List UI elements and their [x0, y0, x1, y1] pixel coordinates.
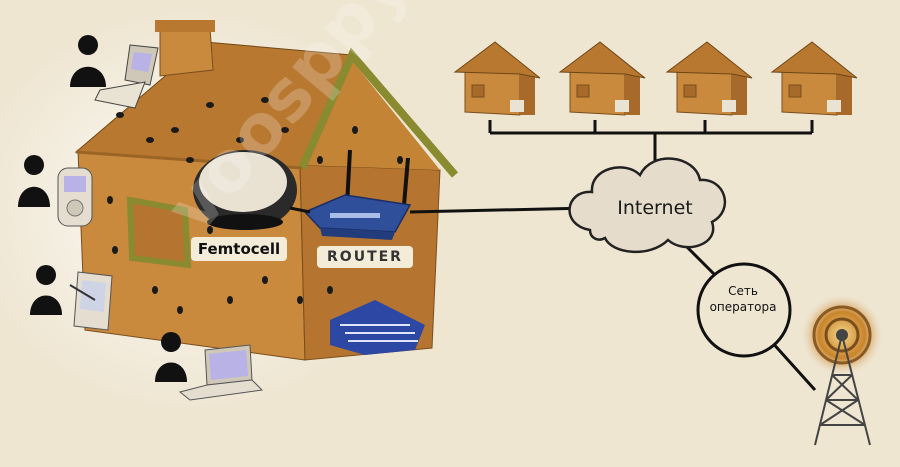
femtocell-label: Femtocell — [191, 237, 287, 261]
mobile-phone-icon — [94, 44, 159, 109]
operator-label-line1: Сеть — [728, 284, 758, 298]
femtocell-device-icon — [193, 150, 297, 230]
house-icon — [453, 41, 541, 116]
cloud-icon — [568, 157, 727, 253]
person-icon — [70, 35, 106, 87]
operator-network-label: Сеть оператора — [700, 283, 786, 315]
mobile-phone-icon — [57, 167, 93, 227]
pda-icon — [69, 271, 113, 331]
person-icon — [18, 155, 50, 207]
connection-lines — [289, 120, 817, 392]
person-icon — [155, 332, 187, 382]
operator-network-node — [696, 262, 792, 358]
small-houses — [453, 41, 858, 116]
operator-label-line2: оператора — [709, 300, 777, 314]
person-icon — [30, 265, 62, 315]
router-label: ROUTER — [317, 246, 413, 268]
cell-tower-icon — [800, 293, 884, 446]
router-device-icon — [303, 149, 412, 240]
internet-label: Internet — [617, 197, 693, 219]
laptop-icon — [178, 344, 264, 401]
